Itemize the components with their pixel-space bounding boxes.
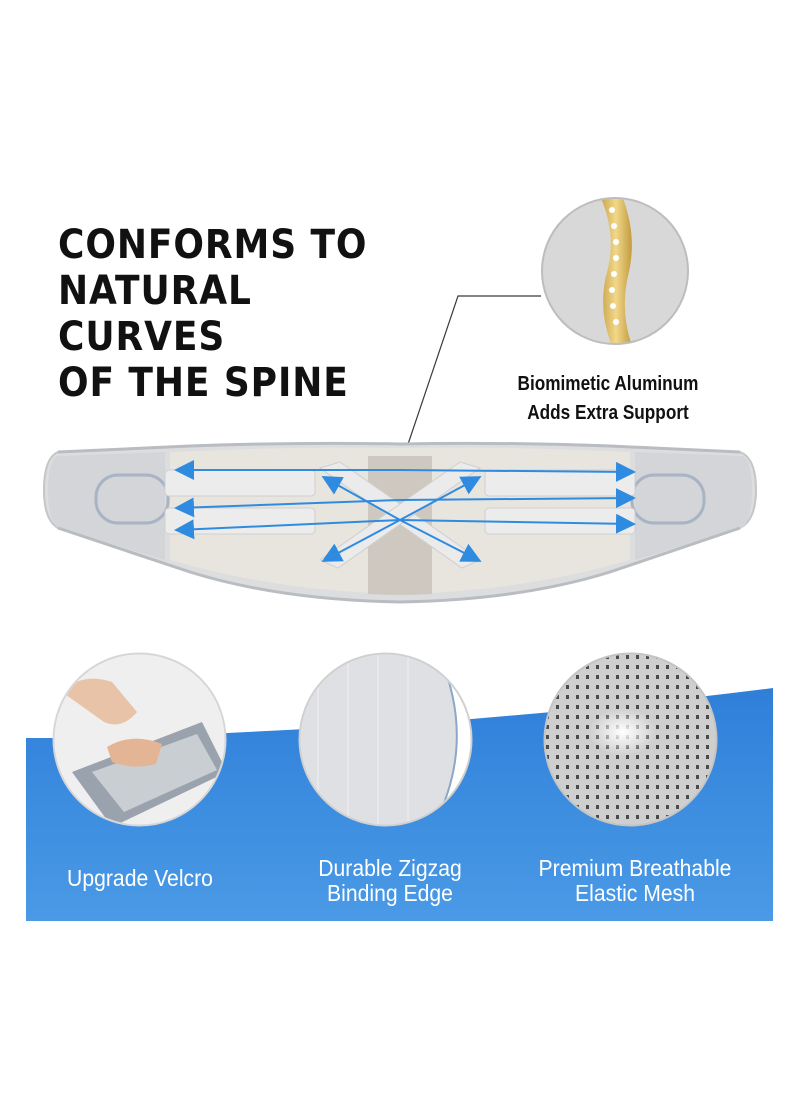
- callout-line-1: Biomimetic Aluminum: [517, 373, 699, 395]
- arrow-diag-upper-right: [399, 476, 482, 521]
- feature-label-velcro: Upgrade Velcro: [15, 866, 265, 891]
- arrow-right-lower: [399, 513, 636, 534]
- feature-velcro-line-1: Upgrade Velcro: [67, 865, 213, 891]
- headline-line-4: OF THE SPINE: [58, 360, 349, 406]
- arrow-right-middle: [399, 488, 636, 509]
- aluminum-callout: Biomimetic Aluminum Adds Extra Support: [488, 370, 728, 428]
- zigzag-edge-closeup-icon: [298, 652, 473, 827]
- arrow-diag-lower-left: [321, 519, 401, 562]
- feature-mesh-line-2: Elastic Mesh: [575, 880, 695, 906]
- headline-line-3: CURVES: [58, 314, 226, 360]
- feature-zigzag-line-1: Durable Zigzag: [318, 855, 462, 881]
- arrow-right-upper: [399, 461, 636, 482]
- headline-line-2: NATURAL: [58, 268, 252, 314]
- feature-label-zigzag: Durable Zigzag Binding Edge: [265, 856, 515, 906]
- headline: CONFORMS TO NATURAL CURVES OF THE SPINE: [58, 222, 398, 406]
- feature-label-mesh: Premium Breathable Elastic Mesh: [510, 856, 760, 906]
- arrow-left-lower: [174, 519, 401, 540]
- feature-zigzag-line-2: Binding Edge: [327, 880, 453, 906]
- arrow-diag-upper-left: [321, 476, 401, 521]
- arrow-diag-lower-right: [399, 519, 482, 562]
- mesh-closeup-icon: [543, 652, 718, 827]
- headline-line-1: CONFORMS TO: [58, 222, 368, 268]
- callout-line-2: Adds Extra Support: [527, 402, 689, 424]
- velcro-closeup-icon: [52, 652, 227, 827]
- arrow-left-middle: [174, 497, 401, 518]
- aluminum-insert-closeup-icon: [541, 197, 689, 345]
- feature-mesh-line-1: Premium Breathable: [538, 855, 732, 881]
